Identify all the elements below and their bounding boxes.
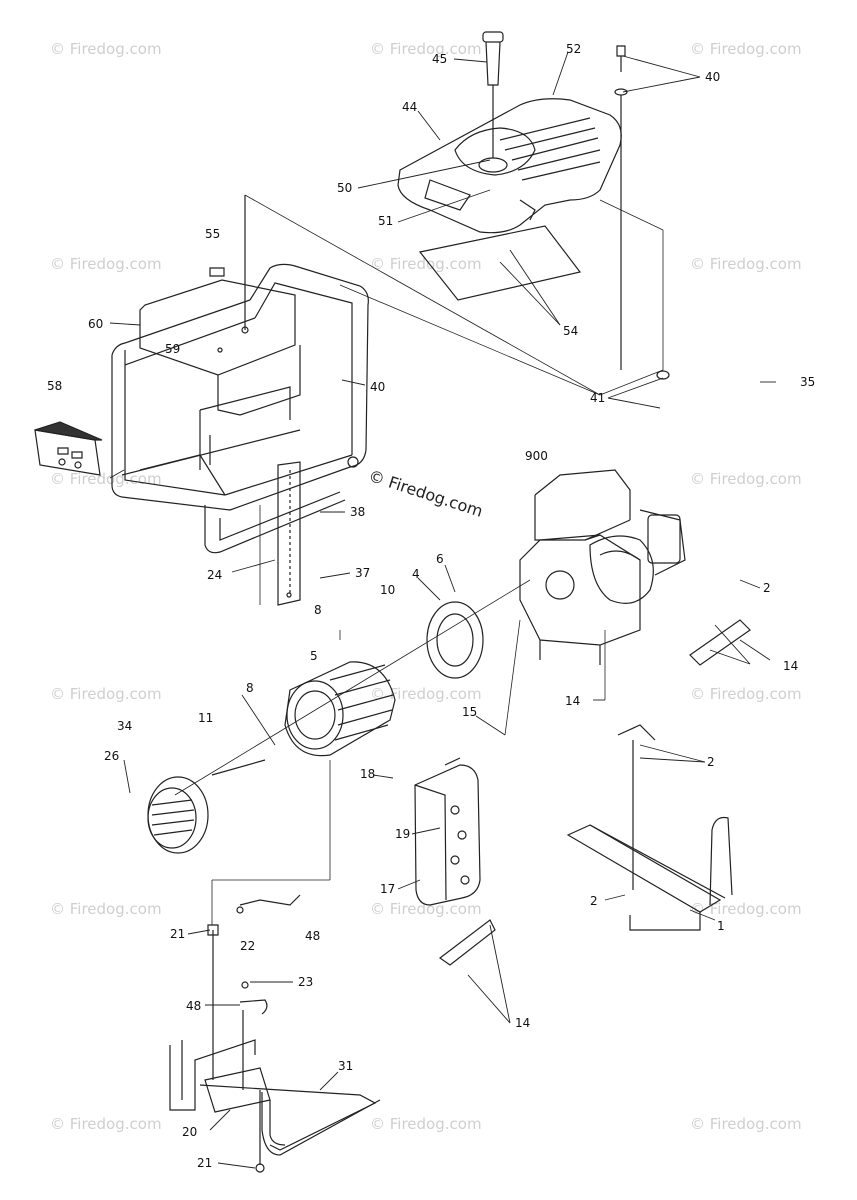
watermark: © Firedog.com	[50, 900, 162, 918]
fuel-cap	[483, 32, 503, 158]
part-label: 55	[205, 227, 221, 241]
control-panel	[35, 422, 102, 475]
watermark: © Firedog.com	[370, 900, 482, 918]
assembly-lines	[175, 195, 663, 925]
part-label: 17	[380, 882, 396, 896]
watermark: © Firedog.com	[370, 685, 482, 703]
part-label: 37	[355, 566, 371, 580]
part-label: 41	[590, 391, 606, 405]
watermark: © Firedog.com	[690, 900, 802, 918]
part-label: 2	[763, 581, 771, 595]
muffler	[415, 758, 480, 905]
watermark: © Firedog.com	[50, 40, 162, 58]
rear-cover	[148, 777, 208, 853]
part-label: 20	[182, 1125, 198, 1139]
part-label: 2	[590, 894, 598, 908]
part-label: 15	[462, 705, 478, 719]
frame	[112, 264, 368, 552]
part-label: 8	[246, 681, 254, 695]
through-bolt	[212, 760, 265, 775]
part-label: 45	[432, 52, 448, 66]
part-label: 11	[198, 711, 214, 725]
muffler-bracket	[440, 920, 495, 965]
part-label: 40	[705, 70, 721, 84]
part-label: 22	[240, 939, 256, 953]
part-label: 48	[305, 929, 321, 943]
part-label: 14	[515, 1016, 531, 1030]
watermark: © Firedog.com	[690, 40, 802, 58]
part-label: 52	[566, 42, 582, 56]
part-label: 10	[380, 583, 396, 597]
watermark: © Firedog.com	[370, 1115, 482, 1133]
leader-lines	[110, 52, 776, 1168]
watermark: © Firedog.com	[690, 470, 802, 488]
part-label: 19	[395, 827, 411, 841]
bracket-24	[278, 462, 300, 605]
panel-bracket	[140, 195, 300, 415]
watermark: © Firedog.com	[690, 685, 802, 703]
wheel-axle	[568, 725, 732, 930]
handle-assembly	[170, 930, 380, 1165]
part-label: 48	[186, 999, 202, 1013]
part-label: 23	[298, 975, 314, 989]
part-label: 4	[412, 567, 420, 581]
part-label: 900	[525, 449, 548, 463]
watermark: © Firedog.com	[50, 470, 162, 488]
part-label: 5	[310, 649, 318, 663]
watermark: © Firedog.com	[690, 1115, 802, 1133]
part-label: 18	[360, 767, 376, 781]
part-label: 6	[436, 552, 444, 566]
watermark: © Firedog.com	[370, 255, 482, 273]
part-label: 21	[170, 927, 186, 941]
part-label: 40	[370, 380, 386, 394]
part-label: 44	[402, 100, 418, 114]
part-label: 14	[783, 659, 799, 673]
part-label: 38	[350, 505, 366, 519]
part-label: 51	[378, 214, 394, 228]
watermark: © Firedog.com	[50, 1115, 162, 1133]
engine	[520, 470, 685, 665]
part-label: 8	[314, 603, 322, 617]
part-label: 2	[707, 755, 715, 769]
bolt-40	[615, 46, 669, 379]
part-label: 35	[800, 375, 816, 389]
alternator	[285, 662, 395, 756]
part-label: 24	[207, 568, 223, 582]
part-label: 54	[563, 324, 579, 338]
engine-foot	[690, 620, 750, 665]
part-label: 26	[104, 749, 120, 763]
part-label: 58	[47, 379, 63, 393]
part-label: 1	[717, 919, 725, 933]
part-label: 31	[338, 1059, 354, 1073]
part-label: 59	[165, 342, 181, 356]
part-label: 50	[337, 181, 353, 195]
fuel-tank	[398, 99, 621, 233]
engine-adapter	[427, 602, 483, 678]
part-label: 21	[197, 1156, 213, 1170]
watermark: © Firedog.com	[690, 255, 802, 273]
part-label: 14	[565, 694, 581, 708]
watermark: © Firedog.com	[50, 685, 162, 703]
part-label: 60	[88, 317, 104, 331]
hardware	[208, 895, 300, 1172]
watermark: © Firedog.com	[370, 40, 482, 58]
part-label: 34	[117, 719, 133, 733]
watermark: © Firedog.com	[50, 255, 162, 273]
tank-pad	[420, 226, 580, 300]
